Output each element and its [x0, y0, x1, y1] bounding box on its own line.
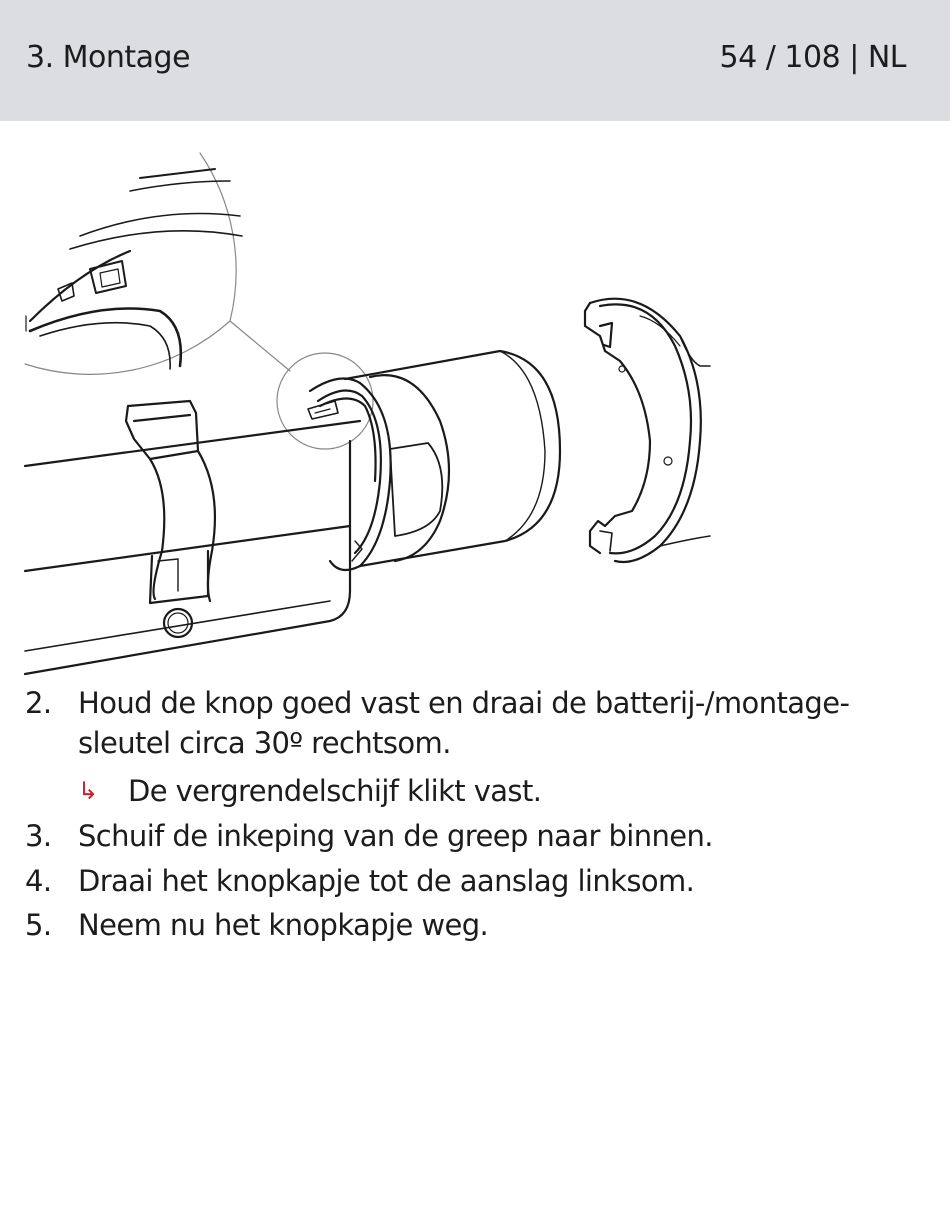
step-text: Neem nu het knopkapje weg. [78, 908, 489, 942]
step-text-line1: Houd de knop goed vast en draai de batte… [78, 686, 850, 720]
step-text: Draai het knopkapje tot de aanslag links… [78, 864, 695, 898]
page-header: 3. Montage 54 / 108 | NL [0, 0, 950, 121]
step-text-line2: sleutel circa 30º rechtsom. [78, 726, 451, 760]
result-text: De vergrendelschijf klikt vast. [128, 774, 542, 808]
knob [307, 349, 562, 572]
locking-disc [583, 297, 711, 564]
zoom-detail [24, 152, 291, 375]
result-arrow-icon: ↳ [78, 777, 98, 805]
step-number: 2. [25, 686, 52, 720]
step-number: 3. [25, 819, 52, 853]
step-number: 4. [25, 864, 52, 898]
step-number: 5. [25, 908, 52, 942]
cylinder-body [23, 399, 362, 676]
step-text: Schuif de inkeping van de greep naar bin… [78, 819, 714, 853]
page-number: 54 / 108 | NL [719, 40, 907, 75]
lock-cylinder-assembly-illustration [0, 121, 950, 681]
section-title: 3. Montage [26, 40, 191, 75]
